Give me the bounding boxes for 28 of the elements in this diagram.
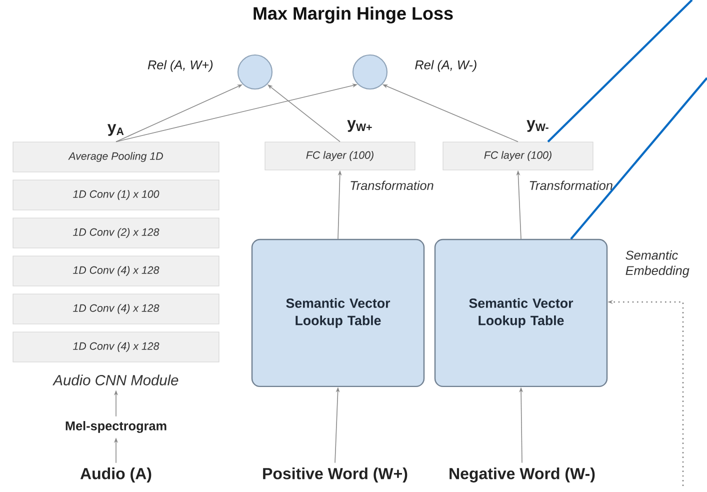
edge-label: Transformation (530, 180, 612, 190)
score-label: Rel (A, W+) (148, 60, 213, 72)
side-label: Semantic Embedding (626, 250, 690, 278)
lookup-table-box: Semantic Vector Lookup Table (251, 238, 425, 388)
layer-box: 1D Conv (4) x 128 (12, 294, 220, 324)
output-label: y$_{A}$ (108, 124, 124, 136)
layer-box: 1D Conv (2) x 128 (12, 218, 220, 248)
layer-box: 1D Conv (4) x 128 (12, 256, 220, 286)
score-circle (237, 54, 273, 90)
input-label: Positive Word (W+) (263, 468, 408, 482)
module-label: Audio CNN Module (52, 374, 178, 386)
layer-box: FC layer (100) (264, 142, 416, 170)
output-label: y$_{W-}$ (526, 120, 548, 132)
title: Max Margin Hinge Loss (254, 6, 453, 24)
edge-label: Transformation (350, 180, 434, 190)
score-circle (352, 54, 388, 90)
layer-box: 1D Conv (4) x 128 (12, 332, 220, 362)
input-label: Negative Word (W-) (450, 468, 595, 482)
output-label: y$_{W+}$ (347, 120, 372, 132)
layer-box: 1D Conv (1) x 100 (12, 180, 220, 210)
layer-box: Average Pooling 1D (12, 142, 220, 172)
layer-box: FC layer (100) (442, 142, 594, 170)
leader-line (547, 0, 693, 142)
lookup-table-box: Semantic Vector Lookup Table (434, 238, 608, 388)
input-label: Audio (A) (80, 468, 152, 482)
input-label: Mel-spectrogram (66, 421, 166, 433)
score-label: Rel (A, W-) (415, 60, 476, 72)
leader-line (570, 77, 707, 240)
